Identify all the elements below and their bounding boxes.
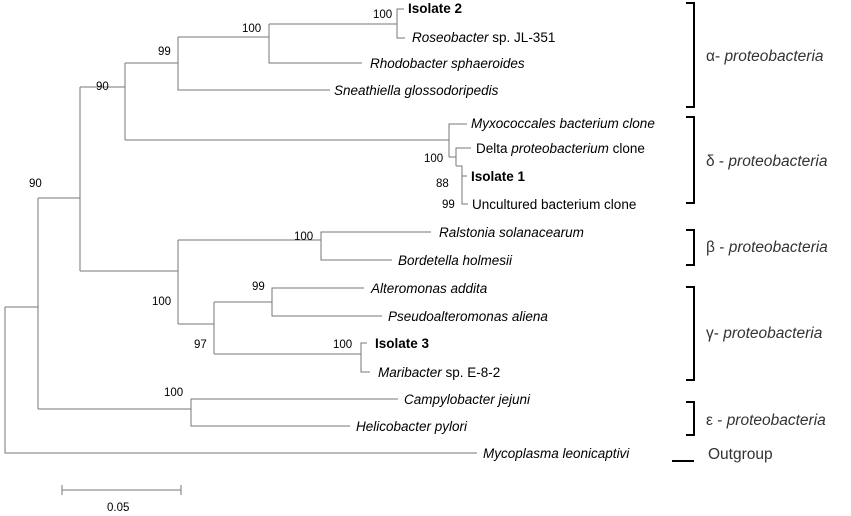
group-label-part: proteobacteria [722,325,822,342]
bracket-epsilon [686,401,695,436]
tip-label-myxococcales: Myxococcales bacterium clone [471,116,655,131]
bootstrap-alpha-mid: 99 [158,46,171,58]
branch-isolate3-maribacter [214,342,370,373]
group-label-gamma: γ- proteobacteria [706,325,823,342]
tip-label-part: Roseobacter [412,30,489,45]
tip-label-isolate3: Isolate 3 [375,336,430,351]
tip-label-isolate2: Isolate 2 [408,1,462,16]
tip-label-isolate1: Isolate 1 [471,169,526,184]
tip-label-part: Myxococcales bacterium clone [471,116,655,131]
tip-label-part: Campylobacter jejuni [404,392,531,407]
bracket-delta [686,116,695,204]
bootstrap-isolate2-roseobacter: 100 [373,9,392,21]
group-label-alpha: α- proteobacteria [706,48,824,65]
group-label-part: α- [706,48,724,65]
tip-label-mycoplasma: Mycoplasma leonicaptivi [483,446,630,461]
tip-label-maribacter: Maribacter sp. E-8-2 [378,365,500,380]
branch-delta [125,123,467,157]
tip-label-pseudoalteromonas: Pseudoalteromonas aliena [388,309,548,324]
group-label-epsilon: ε - proteobacteria [706,412,826,429]
group-label-outgroup: Outgroup [708,446,773,463]
tip-label-rhodobacter: Rhodobacter sphaeroides [370,56,525,71]
group-label-part: Outgroup [708,446,773,463]
bootstrap-beta: 100 [294,231,313,243]
tip-label-part: Ralstonia solanacearum [439,225,584,240]
bootstrap-delta-bottom: 99 [442,199,455,211]
branch-beta-gamma [80,240,179,324]
group-label-part: proteobacteria [728,239,828,256]
bootstrap-isolate3-maribacter: 100 [333,339,352,351]
bracket-beta [686,229,695,266]
group-label-delta: δ - proteobacteria [706,153,828,170]
branch-gamma [178,302,215,354]
tip-label-part: Helicobacter pylori [356,419,468,434]
bootstrap-delta-mid: 88 [436,178,449,190]
tip-label-roseobacter: Roseobacter sp. JL-351 [412,30,555,45]
tree-branches [4,8,477,454]
branch-root [4,307,477,454]
scale-bar: 0.05 [61,485,182,514]
branch-alpha-delta-node [80,63,126,140]
tip-label-part: Alteromonas addita [370,281,488,296]
group-label-part: γ- [706,325,723,342]
scale-bar-line [61,485,182,495]
branch-alpha-inner [178,24,362,64]
branch-isolate2-roseobacter [269,8,405,39]
tip-label-alteromonas: Alteromonas addita [370,281,488,296]
bracket-gamma [686,286,695,381]
tip-label-sneathiella: Sneathiella glossodoripedis [334,83,499,98]
bootstrap-ingroup: 90 [29,178,42,190]
branch-epsilon [38,398,398,427]
tip-label-part: Delta [476,141,511,156]
tip-label-helicobacter: Helicobacter pylori [356,419,468,434]
group-label-part: β - [706,239,729,256]
tip-label-campylobacter: Campylobacter jejuni [404,392,531,407]
group-labels: α- proteobacteria δ - proteobacteria β -… [706,48,828,463]
branch-alpha [125,37,330,91]
tip-label-part: clone [609,141,645,156]
bootstrap-gamma: 97 [194,339,207,351]
branch-alpha-delta [38,87,81,271]
bootstrap-alpha-delta: 90 [96,81,109,93]
branch-delta-inner [456,165,468,205]
bootstrap-epsilon: 100 [164,387,183,399]
group-label-part: ε - [706,412,727,429]
tip-label-part: Uncultured bacterium clone [472,197,636,212]
tip-label-uncultured: Uncultured bacterium clone [472,197,636,212]
tip-label-part: Rhodobacter sphaeroides [370,56,525,71]
tip-label-part: sp. JL-351 [489,30,556,45]
group-label-part: proteobacteria [723,48,823,65]
branch-gamma-alteromonas [214,287,382,317]
scale-bar-label: 0.05 [107,502,129,514]
bootstrap-beta-gamma: 100 [152,296,171,308]
bootstrap-gamma-alteromonas: 99 [252,281,265,293]
group-label-beta: β - proteobacteria [706,239,828,256]
group-label-part: δ - [706,153,728,170]
bootstrap-values: 100 100 99 90 100 88 99 90 100 99 100 97… [29,9,455,399]
branch-delta-mid [449,147,471,166]
tip-label-part: proteobacterium [510,141,609,156]
tip-label-part: Isolate 3 [375,336,430,351]
bracket-alpha [686,2,695,108]
bootstrap-delta-top: 100 [424,153,443,165]
taxa-labels: Isolate 2 Roseobacter sp. JL-351 Rhodoba… [334,1,655,461]
tip-label-part: Isolate 1 [471,169,526,184]
tip-label-ralstonia: Ralstonia solanacearum [439,225,584,240]
tip-label-part: Isolate 2 [408,1,462,16]
group-label-part: proteobacteria [727,153,827,170]
branch-beta [178,231,431,261]
tip-label-part: Maribacter [378,365,442,380]
tip-label-part: Bordetella holmesii [398,253,513,268]
tip-label-delta: Delta proteobacterium clone [476,141,645,156]
tip-label-part: Mycoplasma leonicaptivi [483,446,630,461]
tip-label-bordetella: Bordetella holmesii [398,253,513,268]
tip-label-part: Sneathiella glossodoripedis [334,83,499,98]
bootstrap-alpha-inner: 100 [242,23,261,35]
group-label-part: proteobacteria [726,412,826,429]
tip-label-part: sp. E-8-2 [442,365,501,380]
group-brackets [672,2,695,462]
tip-label-part: Pseudoalteromonas aliena [388,309,548,324]
